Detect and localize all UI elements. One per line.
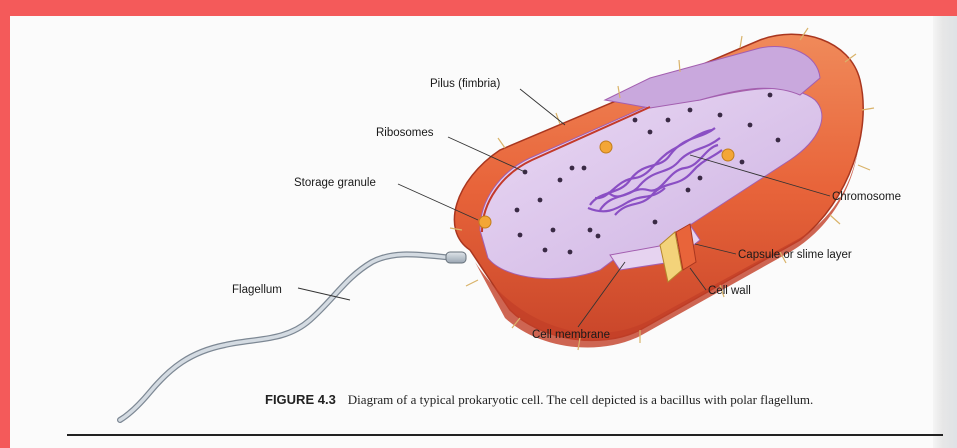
ribosome-dot bbox=[648, 130, 653, 135]
figure-caption-text: Diagram of a typical prokaryotic cell. T… bbox=[348, 392, 813, 407]
ribosome-dot bbox=[653, 220, 658, 225]
label-storage-granule: Storage granule bbox=[294, 177, 376, 189]
ribosome-dot bbox=[686, 188, 691, 193]
ribosome-dot bbox=[776, 138, 781, 143]
ribosome-dot bbox=[543, 248, 548, 253]
storage-granule-dot bbox=[722, 149, 734, 161]
ribosome-dot bbox=[666, 118, 671, 123]
ribosome-dot bbox=[688, 108, 693, 113]
ribosome-dot bbox=[740, 160, 745, 165]
label-cell-wall: Cell wall bbox=[708, 285, 751, 297]
ribosome-dot bbox=[748, 123, 753, 128]
label-flagellum: Flagellum bbox=[232, 284, 282, 296]
ribosome-dot bbox=[568, 250, 573, 255]
storage-granule-dot bbox=[479, 216, 491, 228]
storage-granule-dot bbox=[600, 141, 612, 153]
ribosome-dot bbox=[633, 118, 638, 123]
ribosome-dot bbox=[718, 113, 723, 118]
page-rule bbox=[67, 434, 943, 436]
ribosome-dot bbox=[518, 233, 523, 238]
pilus-spike bbox=[740, 36, 742, 48]
pilus-spike bbox=[830, 215, 840, 224]
pilus-spike bbox=[498, 138, 505, 148]
ribosome-dot bbox=[596, 234, 601, 239]
ribosome-dot bbox=[588, 228, 593, 233]
label-chromosome: Chromosome bbox=[832, 191, 901, 203]
label-capsule: Capsule or slime layer bbox=[738, 249, 852, 261]
ribosome-dot bbox=[698, 176, 703, 181]
figure-caption: FIGURE 4.3 Diagram of a typical prokaryot… bbox=[265, 392, 885, 407]
ribosome-dot bbox=[558, 178, 563, 183]
pilus-spike bbox=[858, 165, 870, 170]
ribosome-dot bbox=[538, 198, 543, 203]
label-ribosomes: Ribosomes bbox=[376, 127, 434, 139]
pilus-spike bbox=[466, 280, 478, 286]
ribosome-dot bbox=[515, 208, 520, 213]
ribosome-dot bbox=[768, 93, 773, 98]
cell-body bbox=[454, 34, 863, 347]
ribosome-dot bbox=[551, 228, 556, 233]
label-pilus: Pilus (fimbria) bbox=[430, 78, 500, 90]
label-cell-membrane: Cell membrane bbox=[532, 329, 610, 341]
ribosome-dot bbox=[570, 166, 575, 171]
figure-number: FIGURE 4.3 bbox=[265, 392, 336, 407]
ribosome-dot bbox=[582, 166, 587, 171]
